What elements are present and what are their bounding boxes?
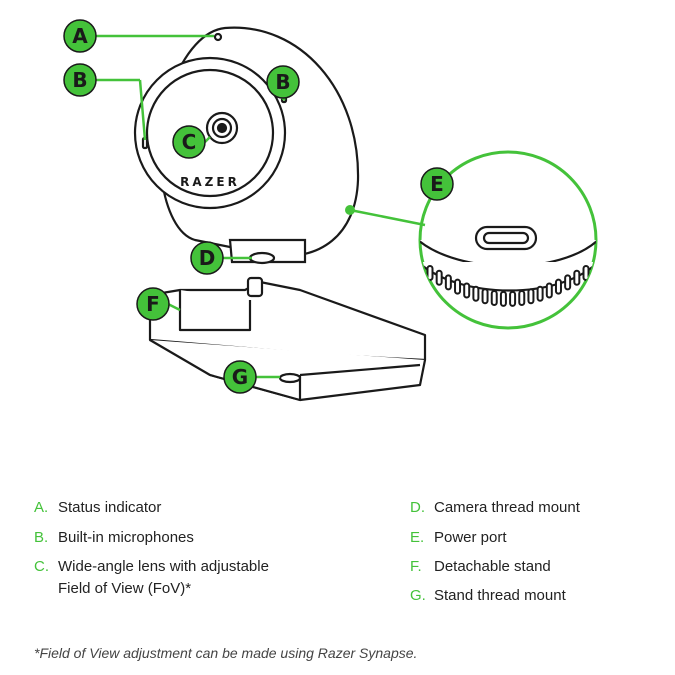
legend-item-e: E.Power port [410, 529, 507, 546]
vent-slot [463, 282, 471, 299]
vent-slot [499, 290, 507, 307]
callouts: A B B C D E F G [63, 19, 454, 394]
callout-c: C [172, 125, 206, 159]
callout-d: D [190, 241, 224, 275]
callout-b-right: B [266, 65, 300, 99]
power-port-zoom [418, 150, 598, 330]
brand-logo: RAZER [180, 175, 240, 189]
svg-text:B: B [72, 68, 87, 92]
vent-slot [472, 285, 480, 302]
legend-left: A.Status indicator B.Built-in microphone… [34, 497, 354, 607]
callout-e: E [420, 167, 454, 201]
vent-slot [444, 274, 452, 291]
stand [148, 276, 427, 402]
vent-slot [490, 290, 498, 307]
svg-text:D: D [199, 246, 216, 270]
vent-slot [435, 269, 443, 286]
webcam-body [133, 26, 360, 265]
vent-slot [564, 274, 572, 291]
stand-thread-mount [278, 372, 302, 384]
legend-item-d: D.Camera thread mount [410, 499, 580, 516]
callout-a: A [63, 19, 97, 53]
svg-text:B: B [275, 70, 290, 94]
vent-slot [536, 285, 544, 302]
footnote: *Field of View adjustment can be made us… [34, 645, 418, 661]
vent-slot [582, 265, 590, 281]
camera-thread-mount [248, 251, 276, 265]
callout-g: G [223, 360, 257, 394]
legend-right: D.Camera thread mount E.Power port F.Det… [410, 497, 660, 617]
status-indicator [213, 32, 223, 42]
callout-f: F [136, 287, 170, 321]
vent-slot [545, 282, 553, 299]
vent-slot [454, 278, 462, 295]
webcam-diagram: RAZER A [63, 19, 598, 402]
svg-text:G: G [232, 365, 248, 389]
svg-text:A: A [72, 24, 88, 48]
svg-text:C: C [182, 130, 197, 154]
legend-item-f: F.Detachable stand [410, 558, 551, 575]
callout-b-left: B [63, 63, 97, 97]
legend-item-c: C.Wide-angle lens with adjustable Field … [34, 558, 269, 597]
vent-slot [527, 288, 535, 305]
vent-slot [509, 290, 517, 307]
vent-slot [518, 290, 526, 307]
svg-text:E: E [430, 172, 444, 196]
svg-text:F: F [146, 292, 160, 316]
vent-slot [481, 288, 489, 305]
legend-item-b: B.Built-in microphones [34, 529, 194, 546]
legend-item-g: G.Stand thread mount [410, 587, 566, 604]
vent-slot [554, 278, 562, 295]
vent-slot [573, 269, 581, 286]
vent-slot [426, 265, 434, 281]
legend-item-a: A.Status indicator [34, 499, 162, 516]
